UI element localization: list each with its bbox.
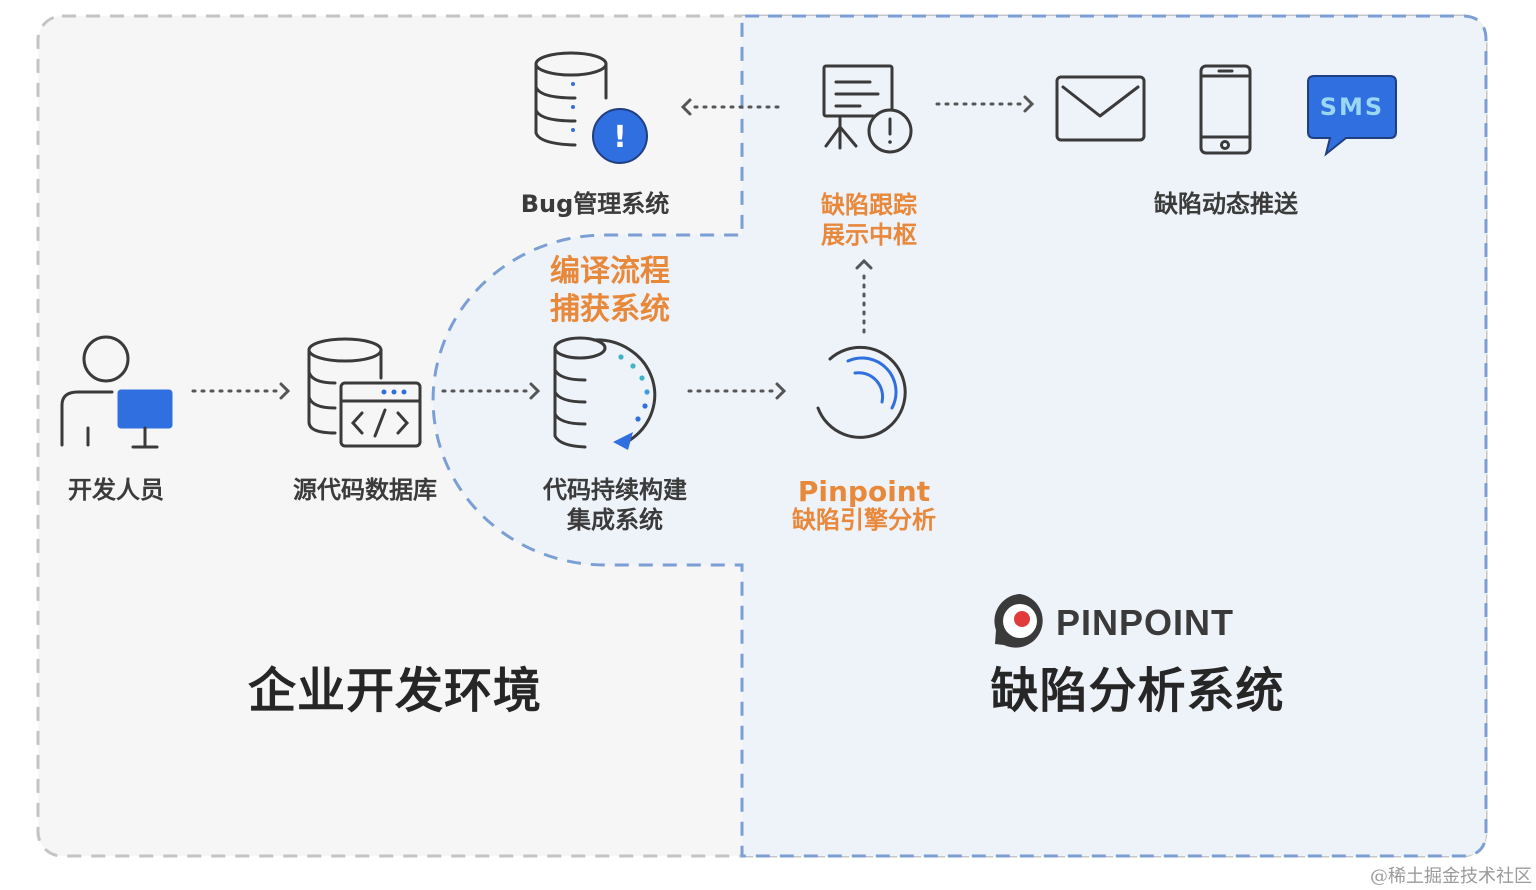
flow-arrow-pinpoint-to-tracking — [855, 258, 873, 334]
sms-text: SMS — [1320, 93, 1384, 121]
sms-icon: SMS — [1307, 75, 1397, 157]
bug-system-label: Bug管理系统 — [520, 190, 670, 218]
developer-icon — [60, 335, 173, 449]
compile-label-line2: 捕获系统 — [550, 292, 670, 327]
tracking-label-line2: 展示中枢 — [821, 221, 917, 249]
flow-arrow-tracking-to-bug — [680, 98, 780, 116]
pinpoint-sub-label: 缺陷引擎分析 — [792, 506, 936, 534]
push-label: 缺陷动态推送 — [1154, 190, 1298, 218]
tracking-hub-icon — [822, 64, 913, 154]
flow-arrow-ci-to-pinpoint — [687, 382, 787, 400]
flow-arrow-tracking-to-push — [935, 95, 1035, 113]
ci-label-line2: 集成系统 — [567, 506, 663, 534]
pinpoint-logo-icon — [994, 594, 1043, 648]
pinpoint-engine-icon — [816, 345, 907, 439]
developer-label: 开发人员 — [68, 476, 164, 504]
left-zone-title: 企业开发环境 — [247, 663, 542, 719]
flow-arrow-source-to-ci — [441, 382, 541, 400]
pinpoint-logo-wordmark: PINPOINT — [1056, 602, 1235, 643]
pinpoint-name-label: Pinpoint — [797, 475, 931, 508]
alert-badge-mark: ! — [613, 120, 627, 155]
zone-defect-analysis — [431, 14, 1488, 858]
right-zone-title: 缺陷分析系统 — [990, 663, 1285, 719]
bug-db-icon — [534, 51, 608, 147]
phone-icon — [1199, 64, 1252, 155]
source-db-label: 源代码数据库 — [293, 476, 437, 504]
ci-label-line1: 代码持续构建 — [543, 476, 687, 504]
ci-database-icon — [553, 336, 657, 450]
email-icon — [1055, 75, 1146, 142]
watermark: @稀土掘金技术社区 — [1370, 866, 1532, 887]
flow-arrow-dev-to-source — [191, 382, 291, 400]
source-db-icon — [307, 337, 422, 448]
alert-badge-icon: ! — [592, 108, 648, 164]
tracking-label-line1: 缺陷跟踪 — [821, 191, 917, 219]
compile-label-line1: 编译流程 — [550, 254, 670, 289]
